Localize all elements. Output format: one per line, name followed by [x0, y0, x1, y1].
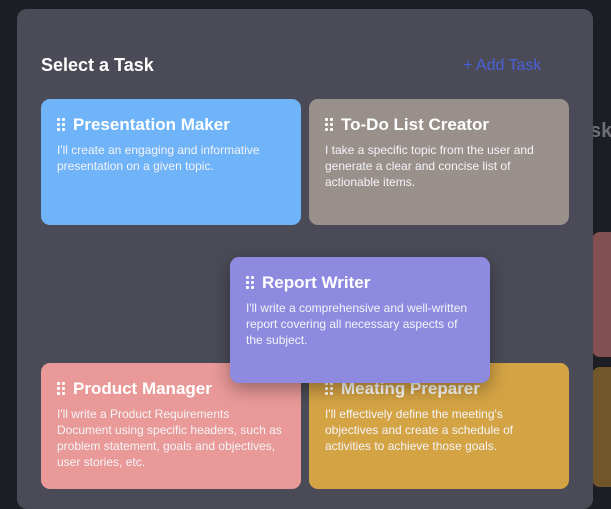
task-card-title: Report Writer [262, 273, 371, 292]
task-card-title: To-Do List Creator [341, 115, 489, 134]
drag-handle-icon[interactable] [246, 276, 256, 290]
task-card-title: Presentation Maker [73, 115, 230, 134]
task-card-description: I'll create an engaging and informative … [57, 143, 260, 173]
drag-handle-icon[interactable] [325, 118, 335, 132]
drag-handle-icon[interactable] [57, 118, 67, 132]
task-card-title: Meating Preparer [341, 379, 480, 398]
modal-title: Select a Task [41, 55, 154, 75]
background-card-red [592, 232, 611, 357]
task-card-meeting-preparer[interactable]: Meating Preparer I'll effectively define… [309, 363, 569, 489]
task-card-presentation-maker[interactable]: Presentation Maker I'll create an engagi… [41, 99, 301, 225]
task-card-product-manager[interactable]: Product Manager I'll write a Product Req… [41, 363, 301, 489]
drag-handle-icon[interactable] [57, 382, 67, 396]
task-card-description: I'll write a comprehensive and well-writ… [246, 301, 468, 347]
task-card-title: Product Manager [73, 379, 212, 398]
select-task-modal: Select a Task + Add Task Presentation Ma… [17, 9, 593, 509]
task-card-report-writer-dragging[interactable]: Report Writer I'll write a comprehensive… [230, 257, 490, 383]
task-card-description: I'll write a Product Requirements Docume… [57, 407, 282, 469]
drag-handle-icon[interactable] [325, 382, 335, 396]
add-task-button[interactable]: + Add Task [463, 57, 542, 74]
background-heading-fragment: sk [590, 120, 611, 142]
task-card-todo-list-creator[interactable]: To-Do List Creator I take a specific top… [309, 99, 569, 225]
background-card-gold [592, 367, 611, 487]
task-card-description: I'll effectively define the meeting's ob… [325, 407, 514, 453]
task-card-description: I take a specific topic from the user an… [325, 143, 534, 189]
